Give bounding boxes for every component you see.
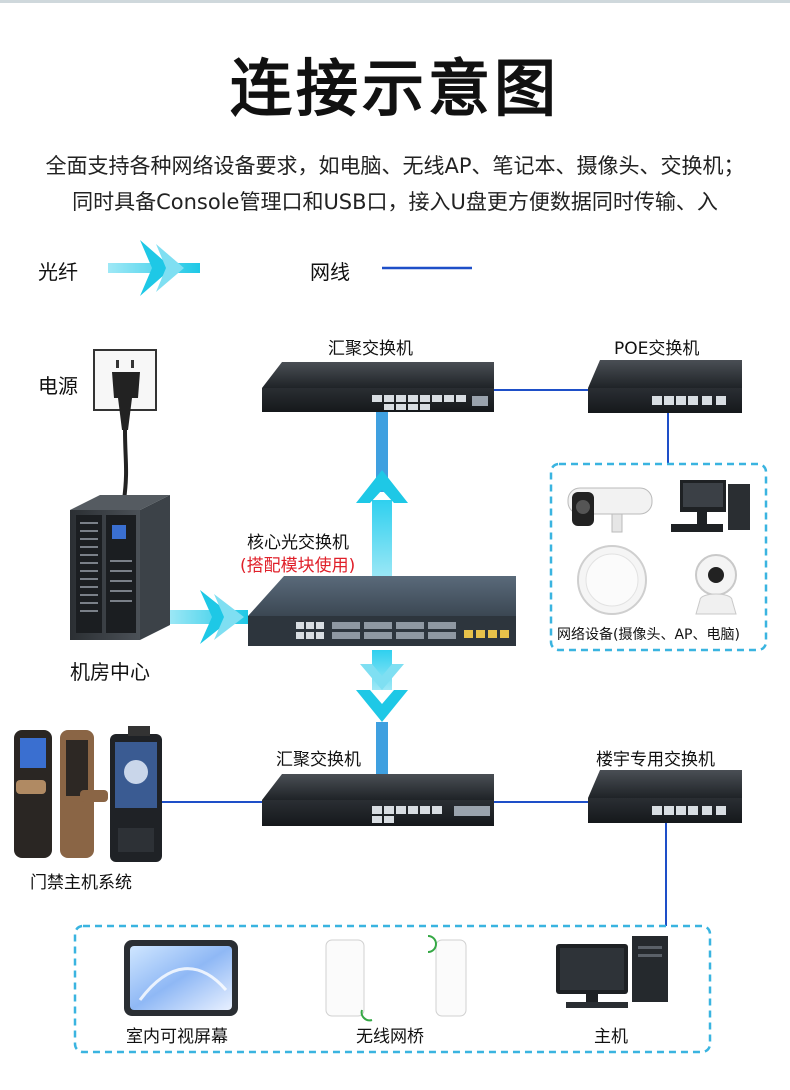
aggregation-switch-top-icon [262, 362, 494, 412]
legend-ethernet-label: 网线 [310, 260, 350, 284]
datacenter-rack-icon [70, 495, 170, 640]
datacenter-label: 机房中心 [70, 660, 150, 684]
power-label: 电源 [38, 374, 78, 398]
indoor-display-label: 室内可视屏幕 [126, 1027, 228, 1047]
desktop-computer-icon [671, 480, 750, 532]
fiber-up-arrow-icon [356, 412, 408, 580]
home-camera-icon [695, 554, 737, 615]
aggregation-top-label: 汇聚交换机 [328, 339, 413, 359]
core-switch-note: (搭配模块使用) [240, 556, 356, 576]
camera-icon [567, 487, 653, 533]
legend-fiber-arrow-icon [108, 240, 200, 296]
poe-switch-icon [588, 360, 742, 413]
tablet-display-icon [124, 940, 238, 1016]
page-title: 连接示意图 [229, 52, 560, 125]
wireless-bridge-icon [325, 935, 467, 1022]
building-switch-icon [588, 770, 742, 823]
core-optical-switch-icon [248, 576, 516, 646]
legend-fiber-label: 光纤 [38, 260, 78, 284]
wireless-bridge-label: 无线网桥 [356, 1027, 424, 1047]
description-line-1: 全面支持各种网络设备要求，如电脑、无线AP、笔记本、摄像头、交换机； [45, 154, 745, 178]
network-devices-box [549, 462, 768, 652]
top-divider [0, 0, 790, 3]
aggregation-bottom-label: 汇聚交换机 [276, 750, 361, 770]
core-switch-label: 核心光交换机 [247, 533, 349, 553]
fiber-down-arrow-icon [356, 650, 408, 782]
fiber-right-arrow-icon [168, 590, 248, 644]
terminal-devices-box [73, 924, 712, 1054]
access-control-label: 门禁主机系统 [30, 873, 132, 893]
aggregation-switch-bottom-icon [262, 774, 494, 826]
host-computer-icon [556, 936, 668, 1008]
poe-switch-label: POE交换机 [614, 339, 700, 359]
network-devices-label: 网络设备(摄像头、AP、电脑) [557, 627, 740, 643]
description-line-2: 同时具备Console管理口和USB口，接入U盘更方便数据同时传输、入 [72, 190, 718, 214]
ethernet-links [160, 389, 669, 926]
face-recognition-terminal-icon [110, 726, 162, 862]
smart-lock-icon [14, 730, 108, 858]
wireless-ap-icon [577, 545, 647, 615]
building-switch-label: 楼宇专用交换机 [596, 750, 715, 770]
host-label: 主机 [594, 1027, 628, 1047]
power-socket-icon [93, 349, 157, 501]
